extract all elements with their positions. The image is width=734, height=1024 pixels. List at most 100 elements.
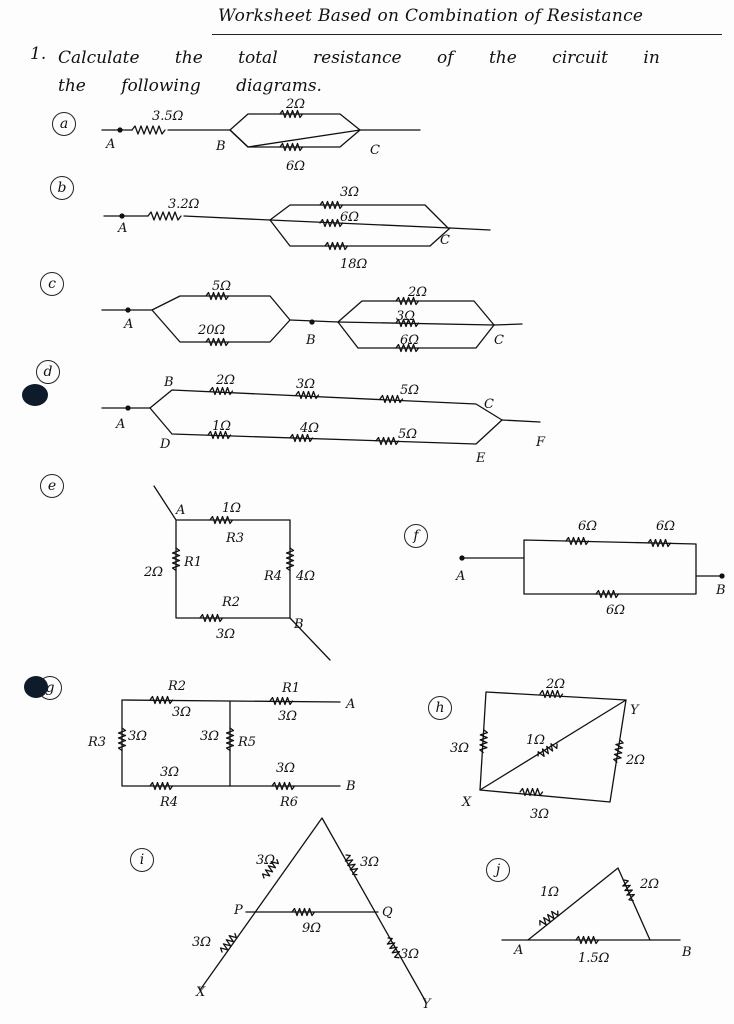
- ink-blot: [24, 676, 48, 698]
- circuit-a-labels: 3.5Ω 2Ω 6Ω A B C: [105, 97, 380, 174]
- resistor-label: 3Ω: [450, 741, 469, 756]
- circuit-j: [501, 867, 681, 945]
- circuit-h: [479, 689, 627, 803]
- node-label: E: [475, 451, 486, 466]
- resistor-label: 5Ω: [212, 279, 231, 294]
- resistor-name: R1: [281, 681, 300, 696]
- question-number: 1.: [30, 44, 47, 64]
- resistor-label: 1Ω: [212, 419, 231, 434]
- circuit-e-labels: 1Ω R3 2Ω R1 4Ω R4 R2 3Ω A B: [143, 501, 315, 642]
- resistor-label: 2Ω: [545, 677, 565, 692]
- resistor-label: 2Ω: [285, 97, 305, 112]
- node-label: Q: [382, 905, 393, 920]
- node-label: B: [681, 945, 692, 960]
- resistor-label: 6Ω: [606, 603, 625, 618]
- resistor-name: R4: [159, 795, 178, 810]
- circuit-i: [199, 817, 427, 1003]
- resistor-label: 3Ω: [360, 855, 379, 870]
- node-label: P: [233, 903, 243, 918]
- resistor-label: 3Ω: [172, 705, 191, 720]
- resistor-label: 3Ω: [160, 765, 179, 780]
- resistor-label: 2Ω: [639, 877, 659, 892]
- circuit-f-labels: 6Ω 6Ω 6Ω A B: [455, 519, 726, 618]
- circuit-b-labels: 3.2Ω 3Ω 6Ω 18Ω A C: [117, 185, 450, 272]
- resistor-label: 6Ω: [286, 159, 305, 174]
- circuit-d-labels: 2Ω 3Ω 5Ω 1Ω 4Ω 5Ω A B C D E F: [115, 373, 546, 466]
- node-label: C: [370, 143, 380, 158]
- circuit-a: [101, 109, 421, 152]
- resistor-label: 4Ω: [299, 421, 319, 436]
- resistor-label: 5Ω: [400, 383, 419, 398]
- node-label: F: [535, 435, 546, 450]
- resistor-label: 20Ω: [197, 323, 226, 338]
- resistor-label: 9Ω: [302, 921, 321, 936]
- node-label: Y: [630, 703, 640, 718]
- node-label: D: [159, 437, 171, 452]
- resistor-label: 2Ω: [143, 565, 163, 580]
- part-label-b: b: [50, 176, 74, 200]
- part-label-h: h: [428, 696, 452, 720]
- resistor-label: 3.5Ω: [152, 109, 184, 124]
- circuit-d: [101, 386, 541, 446]
- circuit-c: [101, 291, 523, 353]
- resistor-label: 3Ω: [276, 761, 295, 776]
- resistor-label: 6Ω: [656, 519, 675, 534]
- resistor-label: 6Ω: [340, 210, 359, 225]
- worksheet-title: Worksheet Based on Combination of Resist…: [218, 6, 644, 26]
- resistor-label: 3Ω: [216, 627, 235, 642]
- node-label: B: [215, 139, 226, 154]
- node-label: A: [115, 417, 125, 432]
- node-label: A: [513, 943, 523, 958]
- node-label: A: [105, 137, 115, 152]
- resistor-label: 3Ω: [192, 935, 211, 950]
- circuit-h-labels: 2Ω 3Ω 1Ω 2Ω 3Ω X Y: [450, 677, 645, 822]
- resistor-label: 6Ω: [578, 519, 597, 534]
- resistor-label: 3Ω: [200, 729, 219, 744]
- resistor-label: 2Ω: [407, 285, 427, 300]
- resistor-label: 1Ω: [222, 501, 241, 516]
- resistor-name: R4: [263, 569, 282, 584]
- part-label-i: i: [130, 848, 154, 872]
- resistor-label: 3Ω: [256, 853, 275, 868]
- node-label: A: [117, 221, 127, 236]
- circuit-e: [153, 485, 331, 661]
- part-label-a: a: [52, 112, 76, 136]
- circuit-i-labels: 3Ω 3Ω 9Ω 3Ω 3Ω P Q X Y: [192, 853, 432, 1012]
- circuit-b: [103, 200, 491, 251]
- part-label-f: f: [404, 524, 428, 548]
- resistor-label: 3Ω: [278, 709, 297, 724]
- circuit-g-labels: R2 3Ω R1 3Ω R3 3Ω 3Ω R5 3Ω R4 3Ω R6 A B: [87, 679, 356, 810]
- resistor-label: 3Ω: [128, 729, 147, 744]
- node-label: B: [163, 375, 174, 390]
- resistor-name: R2: [167, 679, 186, 694]
- resistor-label: 3.2Ω: [168, 197, 200, 212]
- resistor-label: 3Ω: [340, 185, 359, 200]
- part-label-d: d: [36, 360, 60, 384]
- title-underline: [212, 34, 722, 35]
- resistor-label: 2Ω: [215, 373, 235, 388]
- node-label: A: [123, 317, 133, 332]
- question-text: Calculate the total resistance of the ci…: [58, 48, 660, 96]
- node-label: A: [455, 569, 465, 584]
- resistor-label: 3Ω: [296, 377, 315, 392]
- node-label: B: [305, 333, 316, 348]
- node-label: X: [195, 985, 206, 1000]
- resistor-label: 18Ω: [340, 257, 368, 272]
- node-label: A: [175, 503, 185, 518]
- node-label: C: [440, 233, 450, 248]
- node-label: C: [494, 333, 504, 348]
- resistor-name: R3: [87, 735, 106, 750]
- resistor-name: R6: [279, 795, 298, 810]
- ink-blot: [22, 384, 48, 406]
- resistor-name: R2: [221, 595, 240, 610]
- node-label: C: [484, 397, 494, 412]
- resistor-label: 3Ω: [396, 309, 415, 324]
- resistor-label: 3Ω: [530, 807, 549, 822]
- resistor-label: 5Ω: [398, 427, 417, 442]
- node-label: B: [345, 779, 356, 794]
- resistor-name: R3: [225, 531, 244, 546]
- resistor-label: 1.5Ω: [578, 951, 610, 966]
- part-label-j: j: [486, 858, 510, 882]
